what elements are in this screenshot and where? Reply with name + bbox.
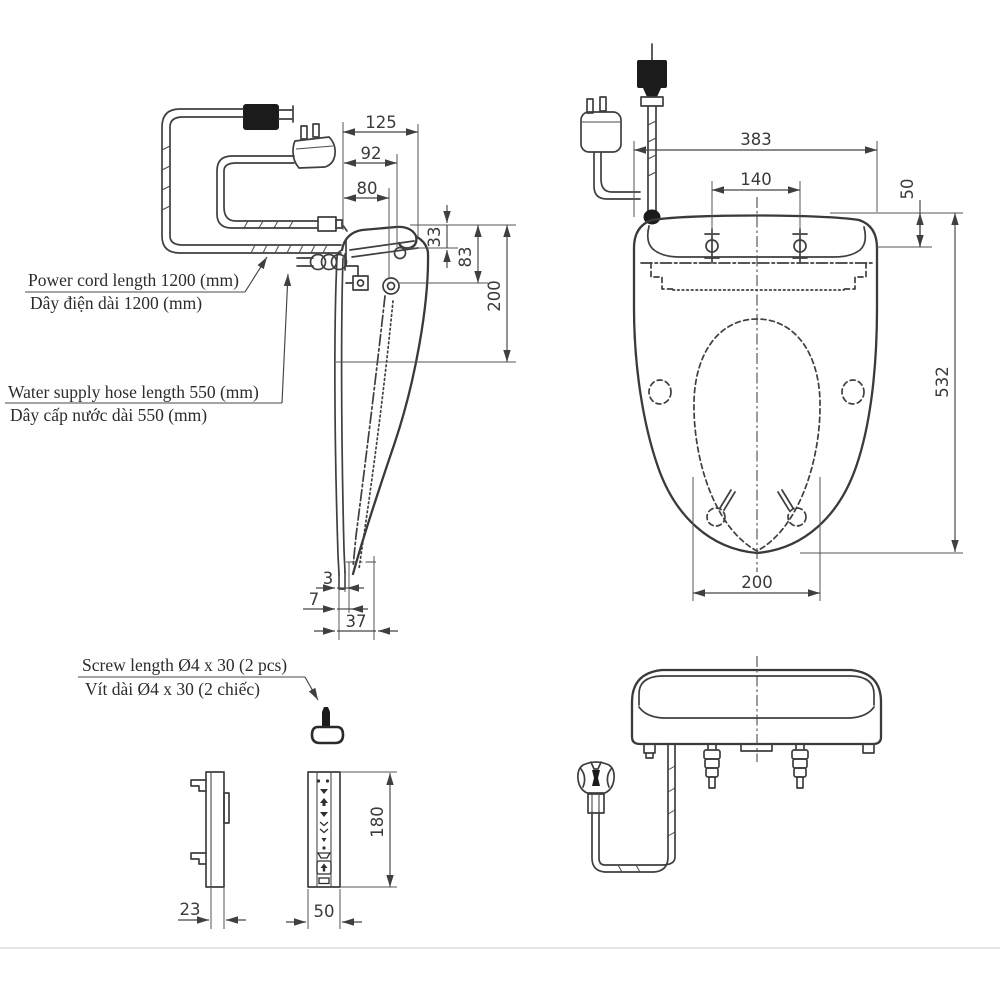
side-dims-bottom: 3 7 37 (303, 556, 398, 640)
dim-side-3: 3 (323, 569, 334, 588)
dim-remote-50: 50 (314, 902, 335, 921)
power-cord-label-vi: Dây điện dài 1200 (mm) (30, 293, 202, 313)
dim-side-125: 125 (365, 113, 397, 132)
dim-top-383: 383 (740, 130, 772, 149)
dim-top-200: 200 (741, 573, 773, 592)
screw-label-vi: Vít dài Ø4 x 30 (2 chiếc) (85, 679, 260, 699)
seat-top-outline (632, 197, 879, 572)
unit-plug-icon (577, 761, 615, 814)
water-hose-side (296, 253, 348, 271)
dim-remote-180: 180 (368, 806, 387, 838)
unit-power-cord (577, 743, 676, 873)
dim-top-532: 532 (933, 366, 952, 398)
power-cord-side (161, 104, 342, 254)
hose-nipple-left-icon (703, 743, 721, 789)
dim-top-50: 50 (898, 179, 917, 200)
dim-side-83: 83 (456, 247, 475, 268)
dim-remote-23: 23 (180, 900, 201, 919)
power-plug-top-icon (580, 96, 641, 200)
top-view: 383 140 50 532 200 (580, 43, 963, 601)
screw-label-en: Screw length Ø4 x 30 (2 pcs) (82, 655, 287, 675)
power-cord-label: Power cord length 1200 (mm) Dây điện dài… (25, 256, 268, 313)
screw-label: Screw length Ø4 x 30 (2 pcs) Vít dài Ø4 … (78, 655, 345, 745)
power-plug-side-icon (216, 123, 348, 232)
water-hose-label: Water supply hose length 550 (mm) Dây cấ… (5, 273, 292, 425)
hose-connector-icon (637, 60, 667, 88)
seat-side-profile (334, 225, 430, 590)
side-dims-vertical: 33 83 200 (336, 205, 516, 363)
power-cord-label-en: Power cord length 1200 (mm) (28, 270, 239, 290)
dim-top-140: 140 (740, 170, 772, 189)
side-dims-horizontal: 125 92 80 (342, 113, 419, 277)
remote-side-view: 23 (178, 771, 246, 929)
hose-nipple-right-icon (791, 743, 809, 789)
water-hose-label-en: Water supply hose length 550 (mm) (8, 382, 259, 402)
remote-buttons-icons (316, 779, 332, 885)
water-hose-top (637, 43, 667, 225)
dim-side-37: 37 (346, 612, 367, 631)
screw-icon (310, 707, 345, 745)
remote-control-views: 23 50 18 (178, 771, 397, 929)
remote-front-view: 50 180 (286, 771, 397, 929)
top-dims: 383 140 50 532 200 (633, 130, 963, 601)
mount-tabs (643, 743, 875, 759)
side-view: 125 92 80 33 83 200 (161, 104, 516, 640)
callout-labels: Power cord length 1200 (mm) Dây điện dài… (5, 256, 345, 745)
dim-side-7: 7 (309, 590, 320, 609)
dim-side-200: 200 (485, 280, 504, 312)
power-connector-icon (243, 104, 279, 130)
dim-side-92: 92 (361, 144, 382, 163)
dim-side-33: 33 (425, 227, 444, 248)
unit-front-view (577, 656, 883, 873)
dim-side-80: 80 (357, 179, 378, 198)
water-hose-label-vi: Dây cấp nước dài 550 (mm) (10, 405, 207, 425)
